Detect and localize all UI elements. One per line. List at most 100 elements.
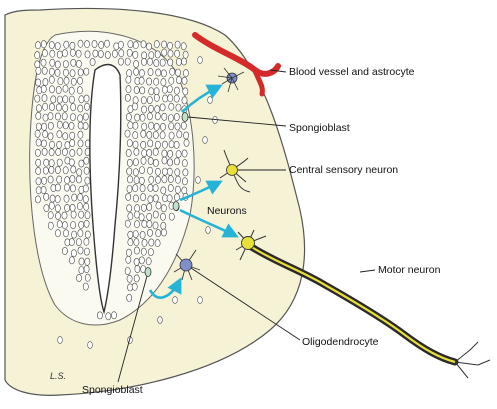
cell <box>84 203 89 210</box>
cell <box>71 78 76 85</box>
cell <box>175 176 180 183</box>
cell <box>49 68 54 75</box>
cell <box>63 230 68 237</box>
cell <box>79 267 84 274</box>
cell <box>83 196 88 203</box>
cell <box>63 167 68 174</box>
cell <box>55 205 60 212</box>
cell <box>42 123 47 130</box>
cell <box>77 148 82 155</box>
cell <box>55 212 60 219</box>
cell <box>160 132 165 139</box>
cell <box>203 137 208 144</box>
cell <box>134 247 139 254</box>
cell <box>132 283 137 290</box>
cell <box>84 41 89 48</box>
cell <box>71 222 76 229</box>
cell <box>63 122 68 129</box>
cell <box>134 177 139 184</box>
cell <box>83 122 88 129</box>
cell <box>64 41 69 48</box>
cell <box>175 41 180 48</box>
cell <box>72 194 77 201</box>
cell <box>63 133 68 140</box>
cell <box>168 150 173 157</box>
cell <box>50 59 55 66</box>
cell <box>141 194 146 201</box>
artist-signature: L.S. <box>50 370 66 382</box>
cell <box>163 95 168 102</box>
cell <box>83 185 88 192</box>
cell <box>69 87 74 94</box>
cell <box>169 123 174 130</box>
label-oligodendrocyte: Oligodendrocyte <box>302 336 378 348</box>
cell <box>155 240 160 247</box>
cell <box>63 85 68 92</box>
cell <box>126 249 131 256</box>
cell <box>161 187 166 194</box>
cell <box>48 122 53 129</box>
cell <box>148 105 153 112</box>
cell <box>147 167 152 174</box>
cell <box>70 204 75 211</box>
cell <box>181 122 186 129</box>
cell <box>149 122 154 129</box>
cell <box>142 239 147 246</box>
cell <box>155 141 160 148</box>
cell <box>175 186 180 193</box>
cell <box>85 258 90 265</box>
cell <box>55 230 60 237</box>
cell <box>174 141 179 148</box>
cell <box>62 50 67 57</box>
cell <box>57 221 62 228</box>
cell <box>176 76 181 83</box>
cell <box>153 159 158 166</box>
cell <box>182 77 187 84</box>
cell <box>41 186 46 193</box>
cell <box>174 95 179 102</box>
cell <box>79 221 84 228</box>
cell <box>56 104 61 111</box>
cell <box>176 58 181 65</box>
cell <box>147 229 152 236</box>
cell <box>168 50 173 57</box>
cell <box>126 76 131 83</box>
cell <box>149 176 154 183</box>
cell <box>98 50 103 57</box>
cell <box>76 50 81 57</box>
cell <box>70 139 75 146</box>
cell <box>49 160 54 167</box>
cell <box>126 193 131 200</box>
cell <box>149 239 154 246</box>
cell <box>149 52 154 59</box>
cell <box>56 148 61 155</box>
label-neurons: Neurons <box>207 205 247 217</box>
cell <box>140 114 145 121</box>
cell <box>78 115 83 122</box>
cell <box>183 51 188 58</box>
cell <box>36 123 41 130</box>
cell <box>155 106 160 113</box>
cell <box>43 114 48 121</box>
cell <box>134 239 139 246</box>
cell <box>133 159 138 166</box>
label-central-sensory-neuron: Central sensory neuron <box>289 164 398 176</box>
cell <box>168 184 173 191</box>
cell <box>65 204 70 211</box>
cell <box>42 177 47 184</box>
cell <box>62 212 67 219</box>
cell <box>206 227 211 234</box>
cell <box>147 113 152 120</box>
cell <box>175 69 180 76</box>
cell <box>88 342 93 349</box>
cell <box>174 194 179 201</box>
cell <box>128 41 133 48</box>
cell <box>62 222 67 229</box>
cell <box>154 94 159 101</box>
cell <box>78 40 83 47</box>
cell <box>63 69 68 76</box>
cell <box>160 59 165 66</box>
cell <box>78 194 83 201</box>
cell <box>169 141 174 148</box>
